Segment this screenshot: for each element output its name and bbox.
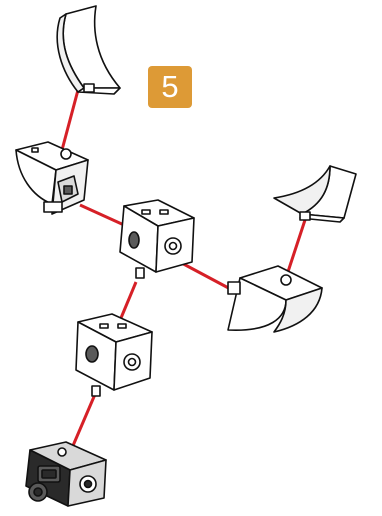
step-number-badge: 5 xyxy=(148,66,192,108)
top-wedge-piece xyxy=(57,6,120,94)
right-wedge-piece xyxy=(274,166,356,222)
connector-corner-to-center xyxy=(80,205,124,225)
connector-lower-to-motor xyxy=(72,392,96,448)
connector-center-to-right xyxy=(176,260,236,292)
left-corner-cube xyxy=(16,142,88,214)
lower-cube xyxy=(76,314,152,396)
connector-top-wedge xyxy=(62,90,78,150)
dark-motor-cube xyxy=(26,442,106,506)
center-cube xyxy=(120,200,194,278)
right-corner-cube xyxy=(228,266,322,332)
